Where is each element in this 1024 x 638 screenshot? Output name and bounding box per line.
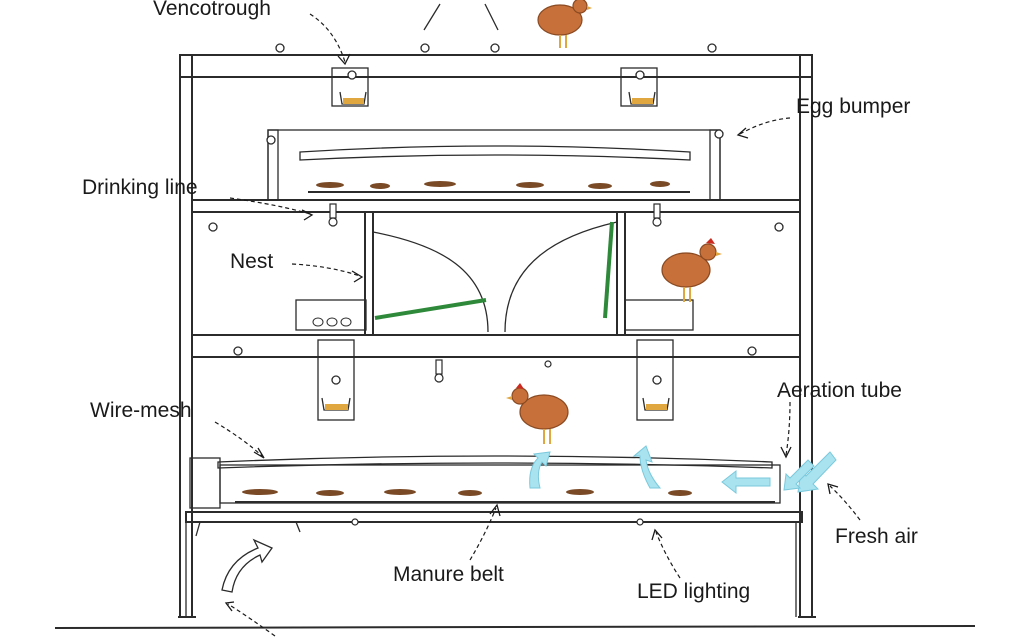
label-egg-bumper: Egg bumper (796, 95, 910, 118)
label-nest: Nest (230, 250, 273, 273)
drinker-nipple-icon (328, 203, 662, 383)
wire-mesh-floor (217, 145, 773, 469)
hen-icon (506, 0, 722, 444)
air-flow-arrow-icon (529, 445, 837, 495)
label-manure-belt: Manure belt (393, 563, 504, 586)
manure-layer (242, 181, 692, 496)
label-leaders (214, 13, 861, 637)
label-wire-mesh: Wire-mesh (90, 399, 192, 422)
feed-trough-icon (321, 91, 670, 411)
led-light-icon (351, 360, 644, 526)
label-led-lighting: LED lighting (637, 580, 750, 603)
nest-perch (374, 221, 614, 320)
label-vencotrough: Vencotrough (153, 0, 271, 20)
ground-line (54, 625, 976, 629)
air-circulation-arrows (221, 3, 499, 593)
label-aeration-tube: Aeration tube (777, 379, 902, 402)
label-fresh-air: Fresh air (835, 525, 918, 548)
frame-structure (178, 54, 816, 618)
eggs (312, 317, 352, 327)
bolt-holes (208, 43, 784, 385)
label-drinking-line: Drinking line (82, 176, 198, 199)
